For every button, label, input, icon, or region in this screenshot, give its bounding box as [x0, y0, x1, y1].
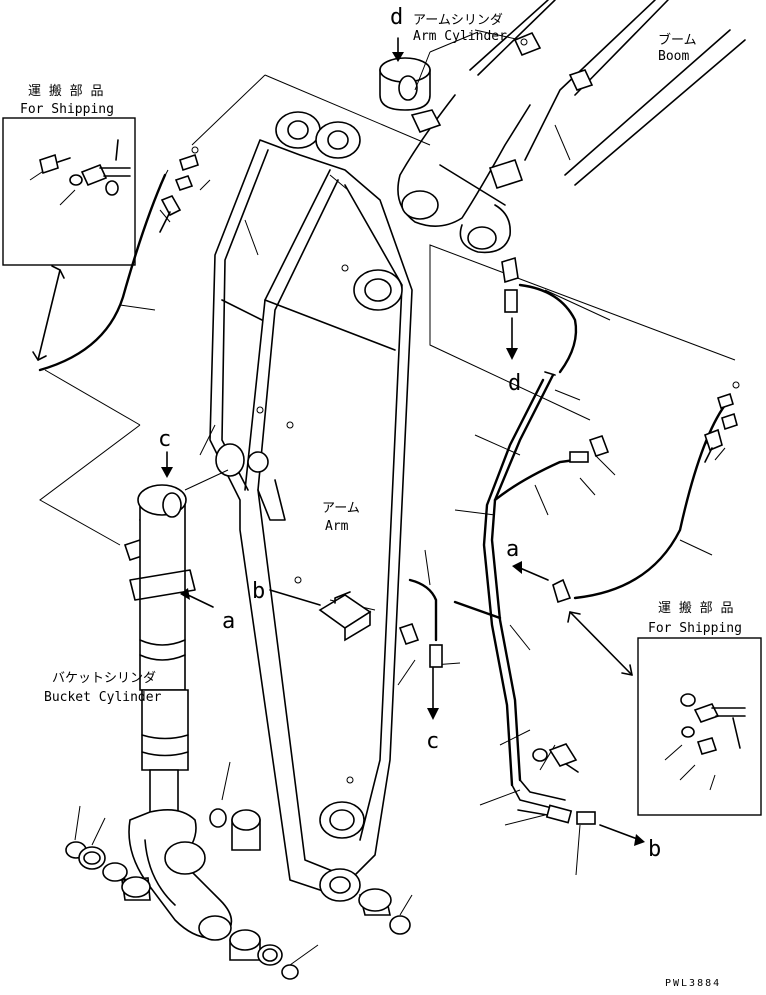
- hoses-and-pipes: [38, 169, 727, 819]
- drawing-code: PWL3884: [665, 978, 721, 989]
- arm: [209, 111, 413, 902]
- boom-label-jp: ブーム: [658, 32, 697, 48]
- arm-cylinder-label-en: Arm Cylinder: [413, 29, 507, 44]
- marker-c-bottom: c: [426, 729, 439, 754]
- marker-c-top: c: [158, 427, 171, 452]
- shipping-box-right: [637, 637, 762, 816]
- bucket-cylinder: [128, 484, 233, 941]
- shipping-box-left: [2, 117, 136, 266]
- shipping-arrows: [32, 265, 633, 676]
- marker-d-top: d: [390, 5, 403, 30]
- boom-label-en: Boom: [658, 49, 689, 64]
- shipping-label-right-jp: 運 搬 部 品: [658, 601, 733, 616]
- bucket-cylinder-label-en: Bucket Cylinder: [44, 690, 162, 705]
- marker-a-left: a: [222, 609, 235, 634]
- boom: [397, 0, 746, 254]
- arm-cylinder-bushing: [379, 57, 431, 111]
- callout-arrows: [161, 37, 645, 846]
- bucket-cylinder-label-jp: バケットシリンダ: [52, 671, 156, 686]
- fittings: [191, 31, 740, 825]
- pins-bushings-seals: [65, 808, 411, 980]
- arm-label-en: Arm: [325, 519, 349, 534]
- marker-b-left: b: [252, 579, 265, 604]
- shipping-label-left-en: For Shipping: [20, 102, 114, 117]
- shipping-label-left-jp: 運 搬 部 品: [28, 84, 103, 99]
- arm-label-jp: アーム: [322, 501, 360, 516]
- pipe-clamp-block: [318, 591, 372, 642]
- marker-b-right: b: [648, 837, 661, 862]
- shipping-label-right-en: For Shipping: [648, 621, 742, 636]
- leader-lines: [29, 29, 736, 966]
- text-labels: アームシリンダ Arm Cylinder ブーム Boom アーム Arm バケ…: [20, 5, 742, 989]
- marker-d-mid: d: [508, 371, 521, 396]
- marker-a-right: a: [506, 537, 519, 562]
- arm-cylinder-label-jp: アームシリンダ: [413, 13, 503, 28]
